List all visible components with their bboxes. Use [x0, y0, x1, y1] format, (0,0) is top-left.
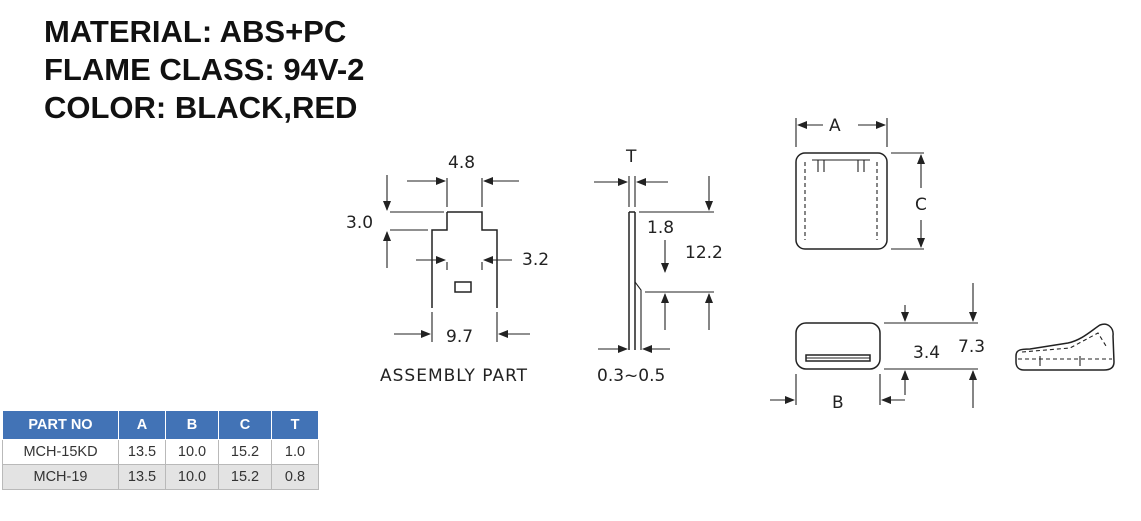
cell-part-no: MCH-15KD [2, 439, 119, 465]
cell-c: 15.2 [218, 464, 272, 490]
table-row: MCH-19 13.5 10.0 15.2 0.8 [2, 464, 319, 490]
dim-4-8: 4.8 [448, 153, 475, 173]
cell-b: 10.0 [165, 439, 219, 465]
assembly-part-view: 4.8 3.0 3.2 9.7 ASSEMBLY PART [346, 153, 549, 386]
dim-7-3: 7.3 [958, 337, 985, 357]
color-spec: COLOR: BLACK,RED [44, 90, 358, 125]
header-b: B [165, 410, 219, 440]
front-view: B 3.4 7.3 [770, 283, 985, 413]
dim-3-2: 3.2 [522, 250, 549, 270]
dim-c: C [915, 195, 927, 215]
dim-12-2: 12.2 [685, 243, 723, 263]
dim-3-4: 3.4 [913, 343, 940, 363]
cell-part-no: MCH-19 [2, 464, 119, 490]
parts-table: PART NO A B C T MCH-15KD 13.5 10.0 15.2 … [2, 410, 319, 490]
header-t: T [271, 410, 319, 440]
table-header-row: PART NO A B C T [2, 410, 319, 440]
cell-a: 13.5 [118, 464, 166, 490]
cell-b: 10.0 [165, 464, 219, 490]
assembly-part-caption: ASSEMBLY PART [380, 366, 528, 386]
cell-c: 15.2 [218, 439, 272, 465]
cell-t: 1.0 [271, 439, 319, 465]
top-view: A C [795, 116, 927, 250]
dim-3-0: 3.0 [346, 213, 373, 233]
header-c: C [218, 410, 272, 440]
material-spec: MATERIAL: ABS+PC [44, 14, 347, 49]
dim-1-8: 1.8 [647, 218, 674, 238]
table-row: MCH-15KD 13.5 10.0 15.2 1.0 [2, 439, 319, 465]
dim-a: A [829, 116, 841, 136]
dim-b: B [832, 393, 844, 413]
header-a: A [118, 410, 166, 440]
profile-view [1015, 323, 1115, 371]
dim-9-7: 9.7 [446, 327, 473, 347]
side-view: T 1.8 12.2 0.3~0.5 [594, 147, 723, 386]
dim-t: T [625, 147, 637, 167]
header-part-no: PART NO [2, 410, 119, 440]
flame-class-spec: FLAME CLASS: 94V-2 [44, 52, 365, 87]
cell-t: 0.8 [271, 464, 319, 490]
cell-a: 13.5 [118, 439, 166, 465]
dim-thickness-range: 0.3~0.5 [597, 366, 665, 386]
